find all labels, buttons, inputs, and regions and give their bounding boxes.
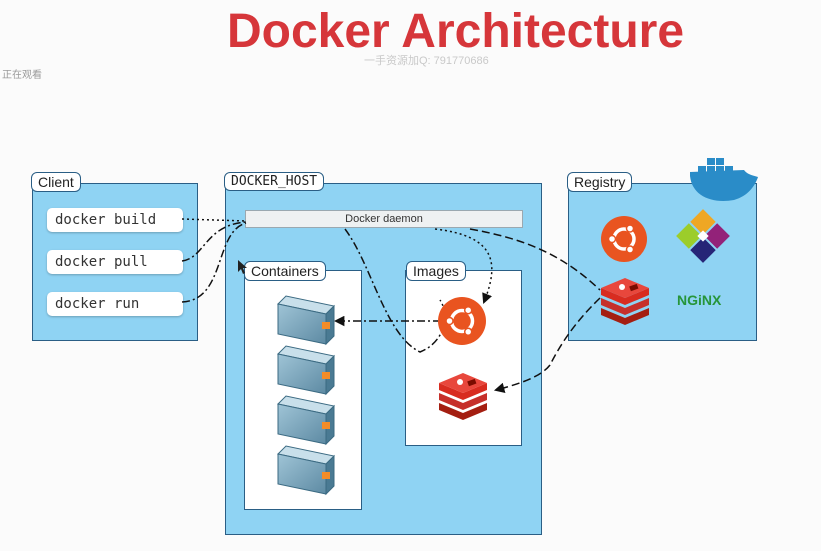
docker-build-command[interactable]: docker build bbox=[47, 208, 183, 232]
daemon-to-containers-flow bbox=[344, 228, 446, 353]
watching-label: 正在观看 bbox=[2, 70, 42, 81]
docker-whale-icon bbox=[690, 158, 758, 201]
page-title: Docker Architecture bbox=[226, 5, 685, 58]
cursor-icon bbox=[238, 260, 247, 274]
build-connector bbox=[181, 218, 247, 222]
registry-redis-to-image bbox=[493, 297, 601, 393]
run-connector bbox=[181, 222, 247, 303]
redis-image-icon bbox=[439, 373, 487, 420]
registry-label: Registry bbox=[567, 172, 633, 192]
docker-pull-command[interactable]: docker pull bbox=[47, 250, 183, 274]
ubuntu-image-icon bbox=[438, 297, 486, 345]
redis-icon bbox=[601, 278, 649, 325]
client-panel: docker build docker pull docker run bbox=[32, 183, 198, 341]
docker-run-command[interactable]: docker run bbox=[47, 292, 183, 316]
docker-daemon-bar: Docker daemon bbox=[245, 210, 523, 228]
container-icon bbox=[276, 445, 336, 496]
containers-label: Containers bbox=[244, 261, 326, 281]
registry-panel bbox=[568, 183, 757, 341]
ubuntu-icon bbox=[601, 216, 647, 262]
container-icon bbox=[276, 295, 336, 346]
nginx-icon: NGiNX bbox=[677, 292, 722, 308]
pull-connector bbox=[181, 221, 247, 262]
images-label: Images bbox=[406, 261, 466, 281]
daemon-to-ubuntu-image bbox=[434, 228, 493, 304]
centos-icon bbox=[676, 209, 730, 263]
watermark: 一手资源加Q: 791770686 bbox=[364, 55, 489, 67]
docker-host-label: DOCKER_HOST bbox=[224, 172, 325, 191]
client-label: Client bbox=[31, 172, 81, 192]
daemon-to-registry bbox=[469, 228, 601, 291]
container-icon bbox=[276, 395, 336, 446]
container-icon bbox=[276, 345, 336, 396]
